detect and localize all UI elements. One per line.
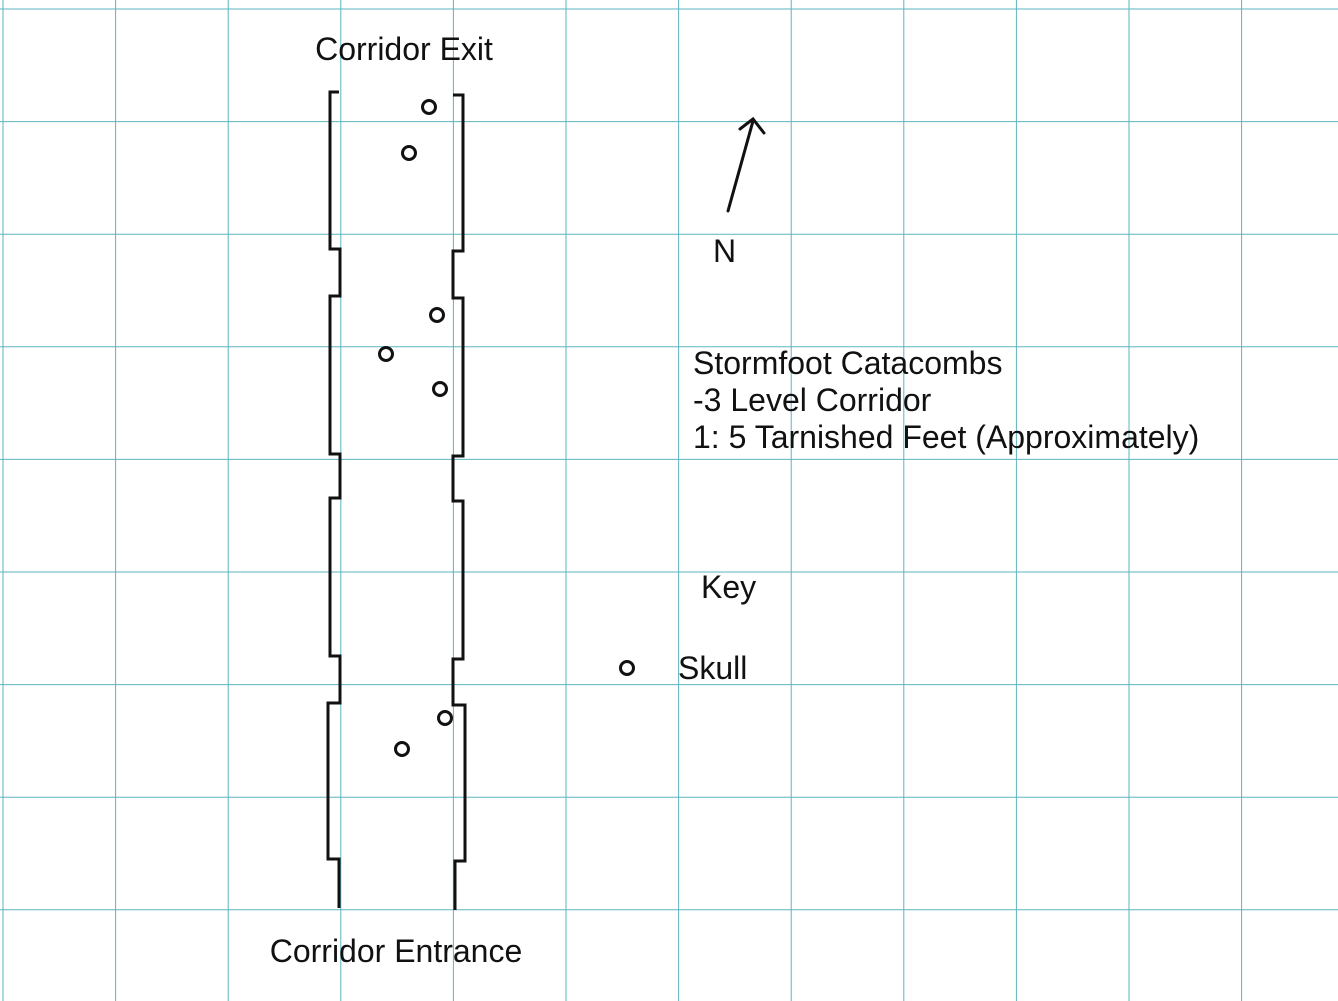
skull-icon bbox=[421, 99, 437, 115]
key-item-skull-label: Skull bbox=[678, 650, 747, 686]
skull-icon bbox=[378, 346, 394, 362]
map-scale: 1: 5 Tarnished Feet (Approximately) bbox=[693, 419, 1199, 455]
skull-icon bbox=[401, 145, 417, 161]
skull-icon bbox=[619, 660, 635, 676]
map-title: Stormfoot Catacombs bbox=[693, 345, 1002, 381]
corridor-entrance-label: Corridor Entrance bbox=[270, 933, 523, 969]
corridor-right-wall bbox=[451, 93, 467, 910]
north-arrow-shaft bbox=[726, 119, 755, 213]
corridor-left-wall bbox=[326, 90, 342, 908]
key-heading: Key bbox=[701, 569, 756, 605]
north-arrow bbox=[726, 116, 766, 213]
skull-icon bbox=[437, 710, 453, 726]
corridor-exit-label: Corridor Exit bbox=[315, 31, 493, 67]
north-label: N bbox=[713, 233, 736, 269]
skull-icon bbox=[432, 381, 448, 397]
skull-icon bbox=[394, 741, 410, 757]
map-level: -3 Level Corridor bbox=[693, 382, 932, 418]
corridor bbox=[326, 90, 467, 910]
skull-icon bbox=[429, 307, 445, 323]
skull-markers bbox=[378, 99, 453, 757]
north-arrow-head bbox=[738, 116, 766, 135]
